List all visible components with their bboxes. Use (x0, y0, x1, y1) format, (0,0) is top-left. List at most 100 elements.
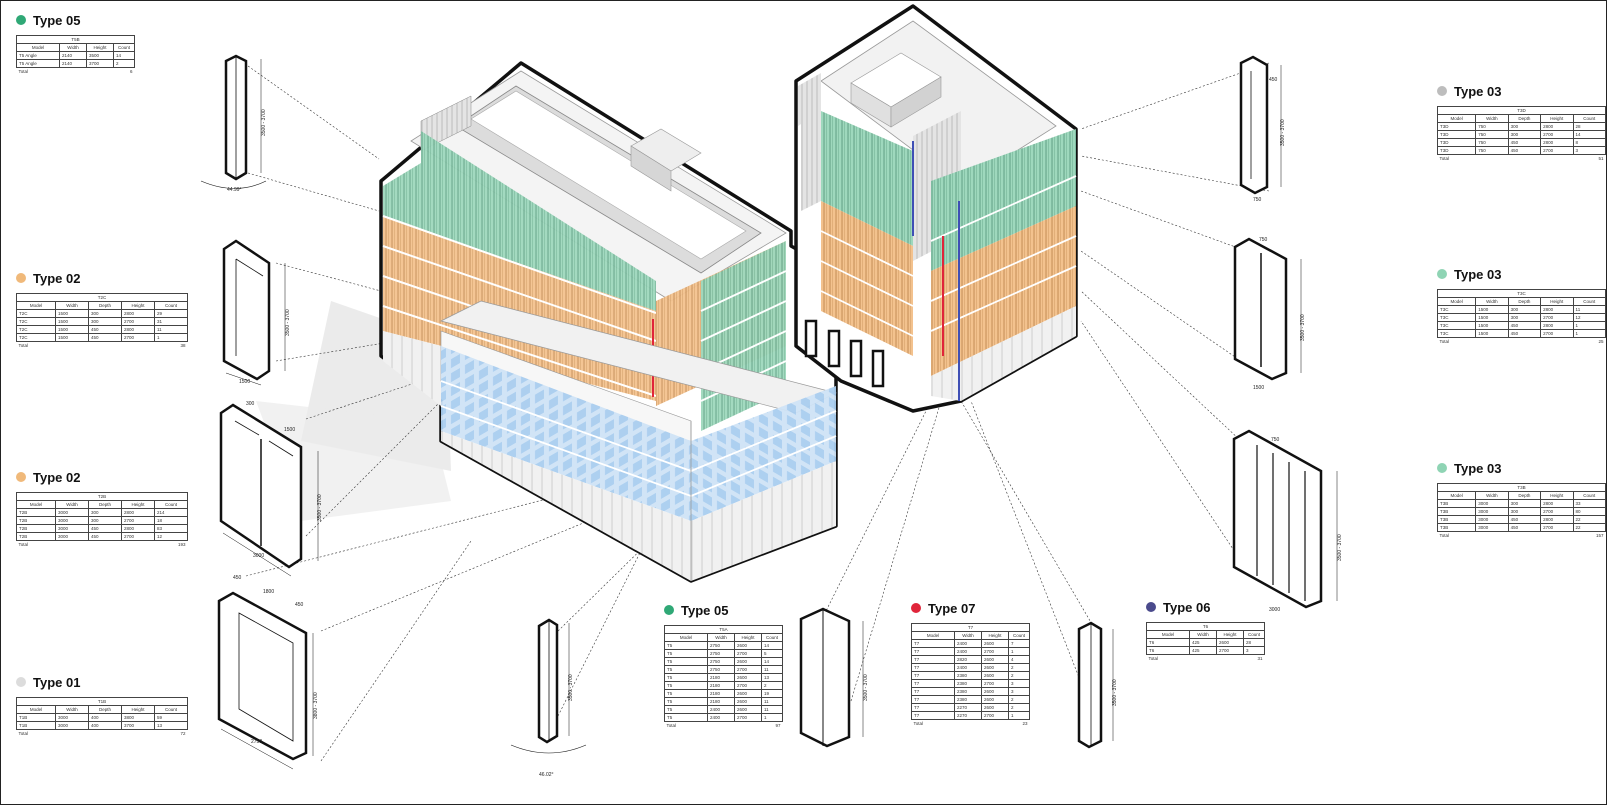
total-cell: 193 (177, 541, 186, 547)
table-cell: 2800 (121, 508, 155, 517)
schedule-caption: T7 (911, 623, 1030, 632)
table-cell: 2400 (707, 705, 735, 714)
table-cell: T3C (1436, 305, 1477, 314)
table-cell: 2750 (707, 657, 735, 666)
column-header: Model (1146, 630, 1190, 639)
table-cell: 2400 (954, 647, 982, 656)
table-cell: 19 (761, 689, 783, 698)
total-cell (1508, 338, 1540, 346)
column-header: Count (761, 633, 783, 642)
table-cell: 3700 (86, 59, 114, 68)
table-cell: 13 (761, 673, 783, 682)
table-cell: T7 (911, 695, 955, 704)
total-cell (1217, 655, 1244, 663)
table-cell: T7 (911, 663, 955, 672)
table-cell: 2800 (1540, 515, 1574, 524)
table-cell: 750 (1475, 138, 1509, 147)
table-cell: T3C (1436, 329, 1477, 338)
table-cell: T5 (664, 681, 708, 690)
table-cell: T5 (664, 649, 708, 658)
column-header: Height (734, 633, 762, 642)
column-header: Width (707, 633, 735, 642)
dim-tl-height: 3500 - 3700 (261, 109, 267, 136)
table-cell: 450 (88, 325, 122, 334)
table-cell: 3000 (1475, 515, 1509, 524)
table-cell: 31 (154, 317, 188, 326)
component-details (200, 54, 1338, 770)
type-color-dot (1437, 269, 1447, 279)
table-cell: T5 (664, 641, 708, 650)
type-heading: Type 01 (16, 673, 188, 691)
table-cell: T3D (1436, 146, 1477, 155)
table-cell: T7 (911, 671, 955, 680)
table-cell: 3000 (1475, 523, 1509, 532)
table-cell: 2700 (734, 665, 762, 674)
column-header: Count (154, 705, 188, 714)
type-title: Type 02 (33, 469, 81, 485)
table-cell: 2270 (954, 703, 982, 712)
schedule-caption: T3B (1437, 483, 1606, 492)
dim-ml2-width: 3000 (253, 553, 264, 559)
table-cell: 14 (761, 657, 783, 666)
table-cell: 450 (88, 333, 122, 342)
table-cell: 2380 (954, 679, 982, 688)
column-header: Model (1436, 491, 1477, 500)
table-cell: T2B (16, 508, 56, 517)
column-header: Depth (88, 500, 122, 509)
dim-mr-top: 750 (1259, 237, 1268, 243)
table-cell: 300 (1507, 305, 1542, 314)
table-cell: 750 (1475, 146, 1509, 155)
detail-type07 (799, 607, 864, 748)
total-cell (1476, 338, 1508, 346)
table-cell: 1500 (1475, 321, 1509, 330)
detail-type01b (217, 591, 314, 770)
table-cell: 2700 (121, 532, 155, 541)
table-cell: 18 (154, 516, 188, 525)
table-cell: 3000 (1475, 507, 1509, 516)
total-cell: 6 (129, 68, 133, 74)
table-cell: 2700 (1540, 507, 1574, 516)
dim-bc5-angle: 46.02° (539, 772, 554, 778)
type-title: Type 07 (928, 600, 976, 616)
table-cell: 300 (88, 309, 122, 318)
table-cell: 2 (1008, 663, 1030, 672)
table-cell: 1 (761, 713, 783, 722)
total-cell (1476, 155, 1508, 163)
dim-mr-width: 1500 (1253, 385, 1264, 391)
type-color-dot (16, 273, 26, 283)
table-cell: 2700 (121, 333, 155, 342)
table-cell: 2700 (734, 649, 762, 658)
dim-br-top: 750 (1271, 437, 1280, 443)
column-header: Width (1475, 297, 1509, 306)
type-color-dot (16, 15, 26, 25)
table-cell: 750 (1475, 130, 1509, 139)
table-cell: 300 (88, 508, 122, 517)
table-cell: 2700 (121, 516, 155, 525)
table-cell: 1500 (1475, 313, 1509, 322)
column-header: Count (154, 301, 188, 310)
detail-type03c (1233, 237, 1302, 381)
table-cell: 2700 (121, 317, 155, 326)
